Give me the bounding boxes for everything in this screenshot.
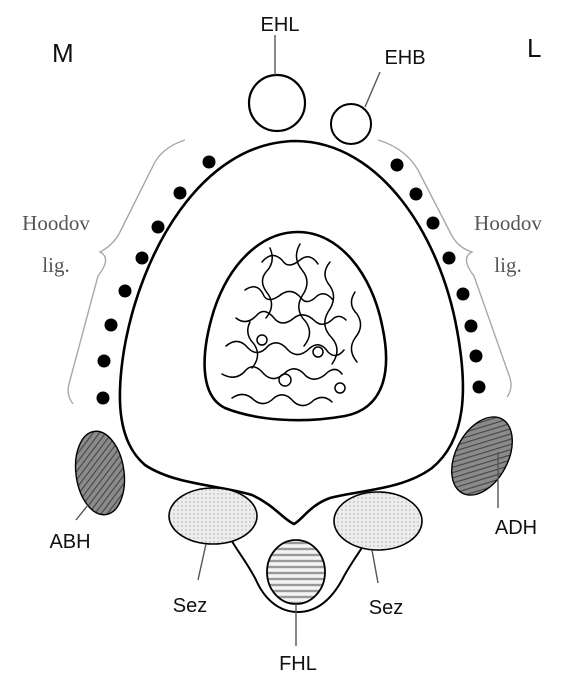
sez-right-label: Sez — [369, 597, 403, 619]
sez-left-label: Sez — [173, 595, 207, 617]
fhl-tendon — [267, 540, 325, 604]
ehb-tendon — [331, 72, 380, 144]
ehl-tendon — [249, 35, 305, 131]
abh-label: ABH — [49, 531, 90, 553]
fhl-bottom-label: FHL — [279, 653, 317, 673]
left-ligament-label-line2: lig. — [42, 253, 69, 277]
medial-label: M — [52, 38, 74, 68]
sesamoid-right — [334, 492, 422, 550]
ehl-top-label: EHL — [261, 14, 300, 36]
ehb-label: EHB — [384, 47, 425, 69]
sesamoid-left — [169, 488, 257, 544]
abh-muscle — [70, 428, 129, 518]
left-ligament-label-line1: Hoodov — [22, 211, 90, 235]
lateral-label: L — [527, 33, 541, 63]
adh-label: ADH — [495, 517, 537, 539]
right-ligament-label-line2: lig. — [494, 253, 521, 277]
right-ligament-label-line1: Hoodov — [474, 211, 542, 235]
